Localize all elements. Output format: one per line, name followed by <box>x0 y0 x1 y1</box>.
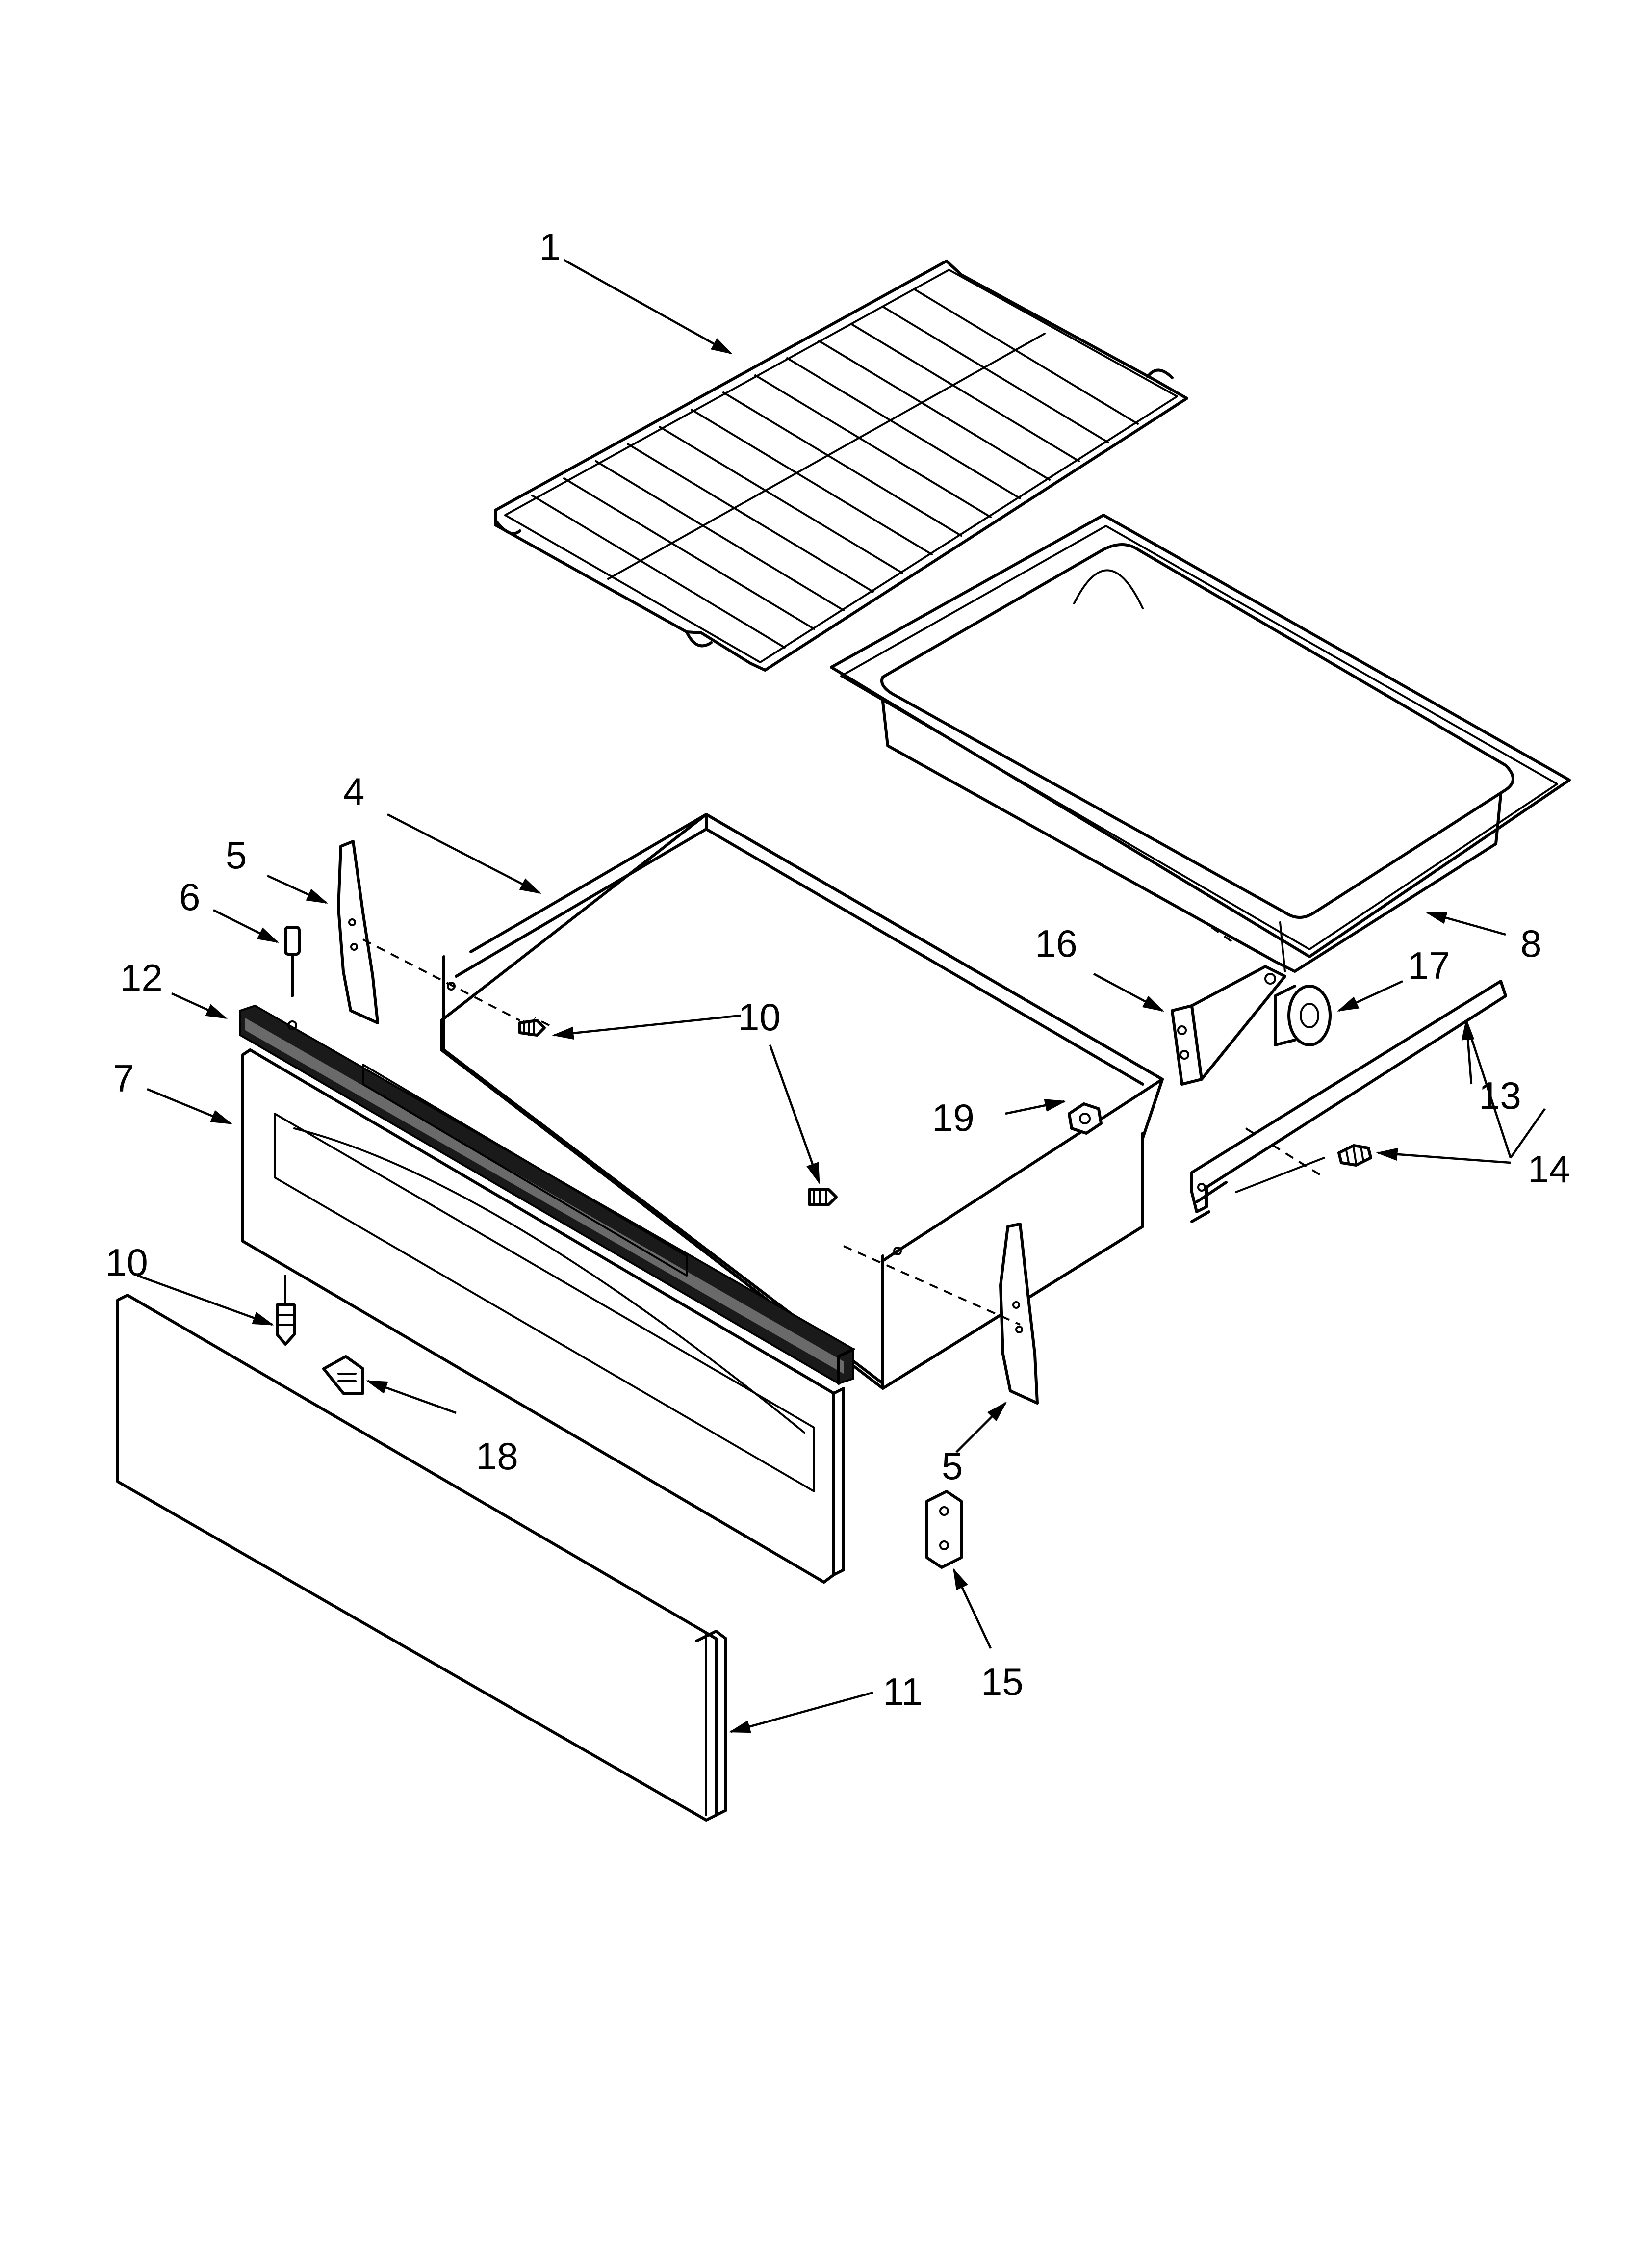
callout-10-lower: 10 <box>105 1241 148 1284</box>
part-clip <box>322 1355 364 1395</box>
callout-1: 1 <box>539 225 561 268</box>
callout-5-lower: 5 <box>942 1444 963 1487</box>
callout-17: 17 <box>1408 944 1450 987</box>
part-leveling-leg <box>284 926 301 1030</box>
part-screw-a <box>518 1019 546 1037</box>
part-screw-c <box>276 1275 296 1346</box>
callout-16: 16 <box>1035 922 1078 965</box>
leader-lines <box>137 259 1546 1733</box>
part-roller <box>1274 985 1332 1046</box>
part-bracket <box>1171 965 1286 1086</box>
callout-8: 8 <box>1520 922 1541 965</box>
part-rack <box>494 260 1188 672</box>
callout-12: 12 <box>120 956 163 999</box>
part-trim-strip <box>239 1004 855 1385</box>
part-screw-b <box>808 1188 838 1206</box>
callout-10-upper: 10 <box>738 995 781 1039</box>
callout-4: 4 <box>343 770 364 813</box>
part-drawer-panel <box>116 1294 727 1822</box>
callout-18: 18 <box>476 1434 518 1478</box>
part-support-right <box>999 1223 1039 1405</box>
callout-6: 6 <box>179 875 200 918</box>
part-support-left <box>337 840 379 1024</box>
part-screw-d <box>1337 1144 1372 1167</box>
part-drawer-body <box>440 813 1164 1390</box>
callout-19: 19 <box>932 1096 975 1139</box>
callout-11: 11 <box>883 1670 923 1713</box>
callout-7: 7 <box>113 1057 134 1100</box>
part-stop-block <box>925 1490 963 1569</box>
part-nut <box>1068 1102 1103 1135</box>
part-broiler-pan <box>830 514 1571 973</box>
callout-14: 14 <box>1528 1147 1570 1191</box>
callout-13: 13 <box>1479 1074 1521 1117</box>
part-slide-rail <box>1190 980 1507 1223</box>
callout-5-upper: 5 <box>226 834 247 877</box>
part-drawer-front <box>241 1048 845 1584</box>
callout-15: 15 <box>981 1660 1024 1703</box>
